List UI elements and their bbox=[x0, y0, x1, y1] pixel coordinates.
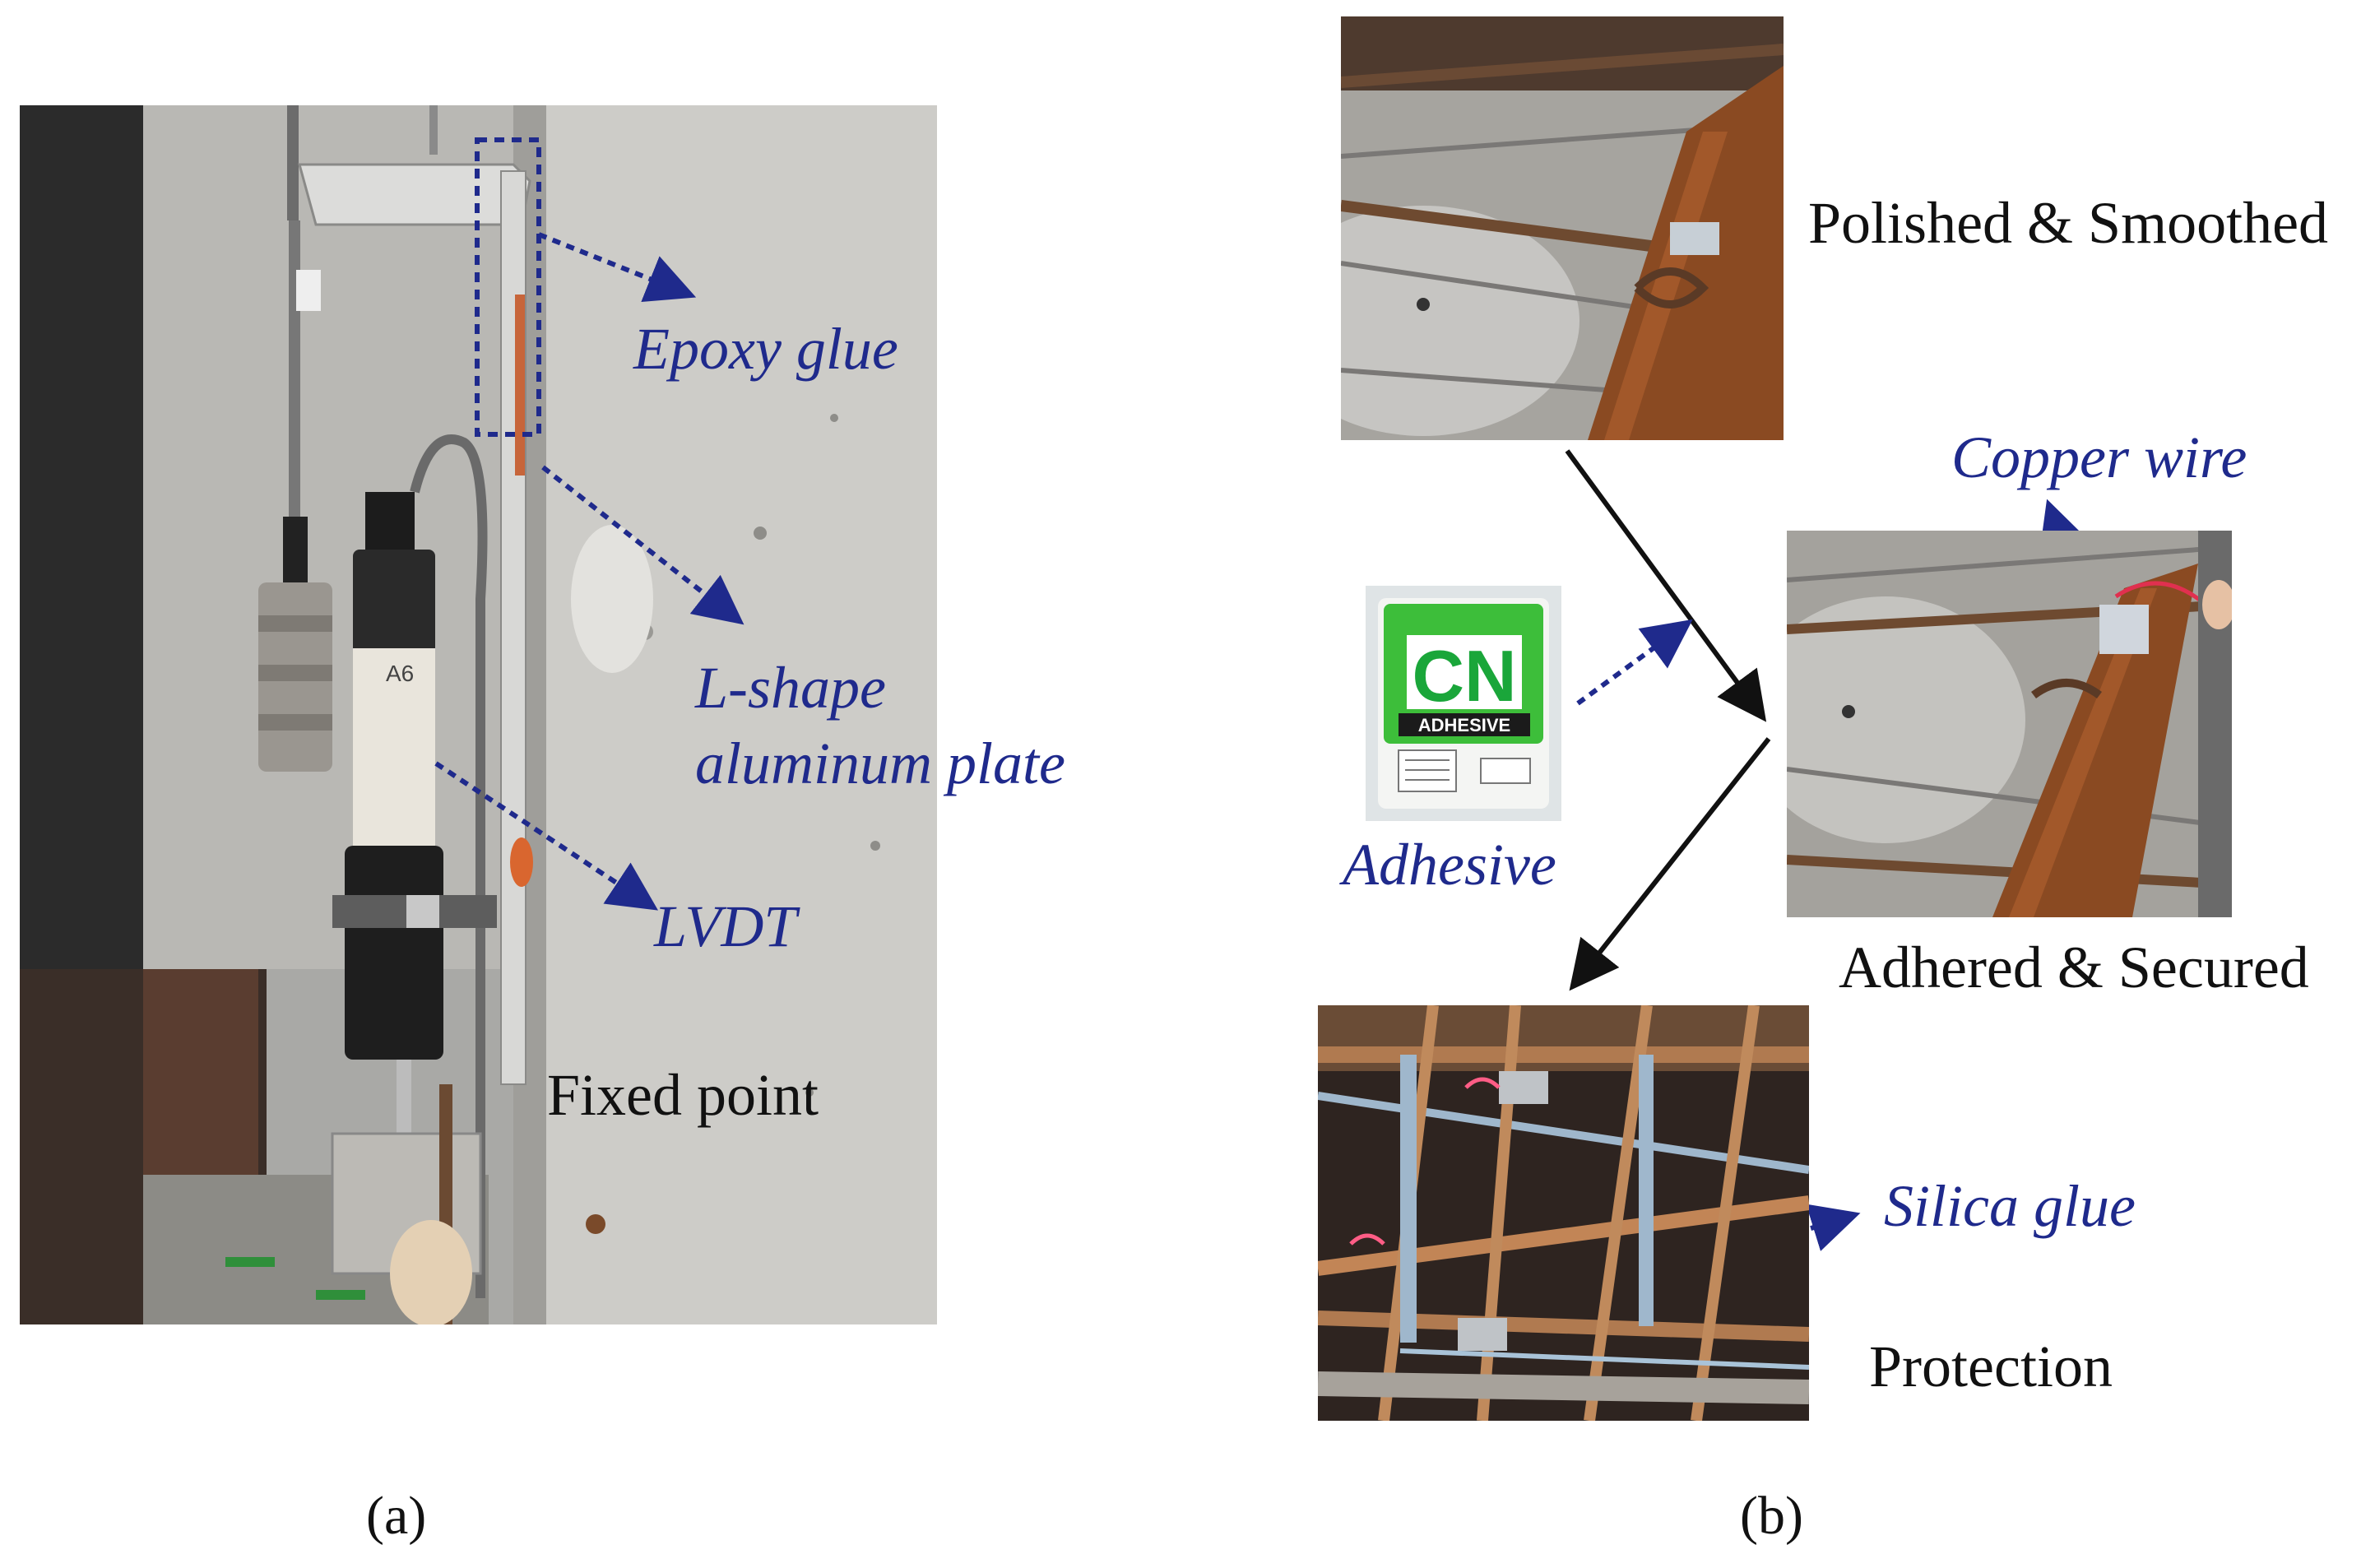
l-shape-label-line1: L-shape bbox=[695, 655, 886, 721]
svg-text:A6: A6 bbox=[386, 661, 414, 686]
fixed-point-label: Fixed point bbox=[547, 1062, 819, 1128]
lvdt-arrow bbox=[434, 761, 659, 911]
adhesive-arrow bbox=[1576, 619, 1693, 706]
copper-wire-label: Copper wire bbox=[1951, 424, 2247, 490]
adhesive-pack-word: ADHESIVE bbox=[1418, 715, 1510, 735]
adhesive-pack-brand: CN bbox=[1412, 635, 1516, 717]
polished-rebar-photo bbox=[1341, 16, 1784, 440]
adhered-secured-label: Adhered & Secured bbox=[1839, 935, 2309, 1000]
adhered-rebar-photo bbox=[1787, 531, 2232, 917]
polished-smoothed-label: Polished & Smoothed bbox=[1808, 190, 2329, 256]
panel-a-caption: (a) bbox=[366, 1486, 427, 1546]
epoxy-glue-arrow bbox=[537, 232, 697, 303]
silica-glue-label: Silica glue bbox=[1884, 1173, 2136, 1239]
protection-label: Protection bbox=[1869, 1334, 2113, 1399]
panel-b-caption: (b) bbox=[1740, 1486, 1803, 1546]
protection-rebar-photo bbox=[1318, 1005, 1809, 1421]
adhesive-pack-photo: CN ADHESIVE bbox=[1366, 586, 1561, 821]
epoxy-glue-highlight-box bbox=[475, 137, 541, 437]
lvdt-setup-photo: A6 bbox=[20, 105, 937, 1324]
l-shape-label-line2: aluminum plate bbox=[695, 731, 1065, 796]
epoxy-glue-label: Epoxy glue bbox=[633, 316, 898, 382]
flow-arrow-polished-to-adhered bbox=[1565, 449, 1767, 722]
adhesive-label: Adhesive bbox=[1343, 832, 1556, 898]
l-shape-arrow bbox=[541, 465, 745, 625]
lvdt-label: LVDT bbox=[654, 893, 797, 959]
flow-arrow-adhered-to-protection bbox=[1569, 737, 1771, 991]
